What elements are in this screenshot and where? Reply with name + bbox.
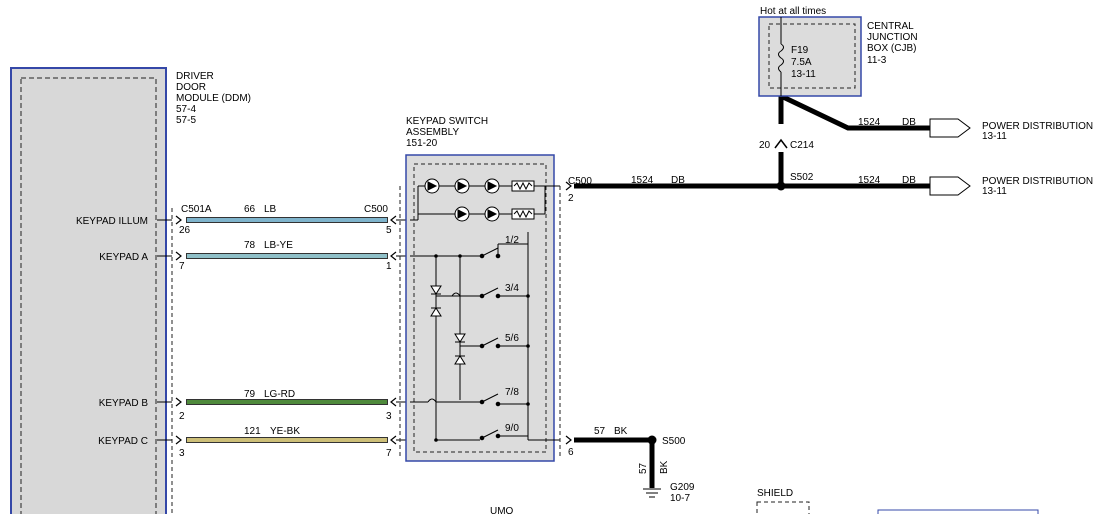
power-dist-2-ref: 13-11 [982, 186, 1007, 197]
ground-point-ref: 10-7 [670, 493, 690, 504]
signal-keypad-c: KEYPAD C [98, 436, 148, 447]
fuse-icon [778, 43, 784, 73]
keypad-title-1: KEYPAD SWITCH [406, 116, 488, 127]
keypad-title-2: ASSEMBLY [406, 127, 459, 138]
keypad-pin-illum: 5 [386, 225, 392, 236]
keypad-resistor [511, 180, 535, 220]
keypad-pin-b: 3 [386, 411, 392, 422]
ground-drop-circuit: 57 [638, 462, 649, 474]
power-upper-circuit: 1524 [858, 117, 881, 128]
keypad-pin-a: 1 [386, 261, 392, 272]
keypad-right-connector: C500 [568, 176, 592, 187]
ground-symbol-icon [643, 488, 661, 498]
keypad-switch-contacts [479, 244, 501, 441]
ddm-title-2: DOOR [176, 82, 206, 93]
power-dist-1-ref: 13-11 [982, 131, 1007, 142]
shield-label: SHIELD [757, 488, 793, 499]
cjb-title-2: JUNCTION [867, 32, 918, 43]
ddm-connector-label: C501A [181, 204, 212, 215]
wire-illum-color: LB [264, 204, 277, 215]
switch-label-1: 1/2 [505, 235, 519, 246]
wire-c-color: YE-BK [270, 426, 300, 437]
power-dist-2-label: POWER DISTRIBUTION [982, 176, 1093, 187]
power-dist-arrow-2 [929, 176, 971, 196]
wire-illum [186, 217, 388, 223]
ddm-title-1: DRIVER [176, 71, 214, 82]
c214-connector [774, 138, 788, 149]
ground-drop-color: BK [659, 460, 670, 474]
c214-pin: 20 [759, 140, 771, 151]
signal-keypad-b: KEYPAD B [99, 398, 149, 409]
cjb-fuse-1: F19 [791, 45, 809, 56]
keypad-right-pin-power: 2 [568, 193, 574, 204]
power-dist-arrow-1 [929, 118, 971, 138]
power-main-color: DB [671, 175, 685, 186]
cjb-fuse-3: 13-11 [791, 69, 816, 80]
keypad-pin-c: 7 [386, 448, 392, 459]
splice-s502 [776, 181, 786, 191]
ddm-pin-b: 2 [179, 411, 185, 422]
splice-s500 [647, 435, 657, 445]
splice-s500-label: S500 [662, 436, 686, 447]
wire-b [186, 399, 388, 405]
cjb-title-4: 11-3 [867, 55, 887, 66]
power-lower-color: DB [902, 175, 916, 186]
bottom-right-frame [877, 509, 1039, 514]
umo-label: UMO [490, 506, 514, 514]
ddm-module: DRIVER DOOR MODULE (DDM) 57-4 57-5 [10, 67, 251, 514]
switch-label-2: 3/4 [505, 283, 519, 294]
cjb-box [758, 16, 862, 97]
power-lower-circuit: 1524 [858, 175, 881, 186]
power-dist-1-label: POWER DISTRIBUTION [982, 121, 1093, 132]
power-main-circuit: 1524 [631, 175, 654, 186]
cjb-fuse-2: 7.5A [791, 57, 812, 68]
power-upper-color: DB [902, 117, 916, 128]
shield-box [756, 501, 810, 514]
cjb-title-1: CENTRAL [867, 21, 914, 32]
ground-circuit: 57 [594, 426, 606, 437]
cjb-header: Hot at all times [760, 6, 826, 17]
wire-a-color: LB-YE [264, 240, 293, 251]
switch-label-3: 5/6 [505, 333, 519, 344]
wire-c [186, 437, 388, 443]
keypad-right-pin-ground: 6 [568, 447, 574, 458]
wire-a [186, 253, 388, 259]
wire-c-circuit: 121 [244, 426, 261, 437]
splice-s502-label: S502 [790, 172, 814, 183]
power-upper-wire [779, 93, 930, 131]
ddm-title-5: 57-5 [176, 115, 196, 126]
switch-label-5: 9/0 [505, 423, 519, 434]
signal-keypad-illum: KEYPAD ILLUM [76, 216, 148, 227]
keypad-diode [430, 285, 466, 365]
cjb-title-3: BOX (CJB) [867, 43, 916, 54]
switch-label-4: 7/8 [505, 387, 519, 398]
keypad-left-connector: C500 [364, 204, 388, 215]
ground-color: BK [614, 426, 628, 437]
ground-point-name: G209 [670, 482, 695, 493]
ddm-title-4: 57-4 [176, 104, 196, 115]
ddm-pin-illum: 26 [179, 225, 191, 236]
wire-b-color: LG-RD [264, 389, 295, 400]
ddm-pin-c: 3 [179, 448, 185, 459]
wire-a-circuit: 78 [244, 240, 256, 251]
c214-name: C214 [790, 140, 814, 151]
signal-keypad-a: KEYPAD A [99, 252, 148, 263]
wire-illum-circuit: 66 [244, 204, 256, 215]
keypad-switch-assembly [405, 154, 555, 462]
ddm-pin-a: 7 [179, 261, 185, 272]
ddm-title-3: MODULE (DDM) [176, 93, 251, 104]
wire-b-circuit: 79 [244, 389, 256, 400]
keypad-title-3: 151-20 [406, 138, 438, 149]
